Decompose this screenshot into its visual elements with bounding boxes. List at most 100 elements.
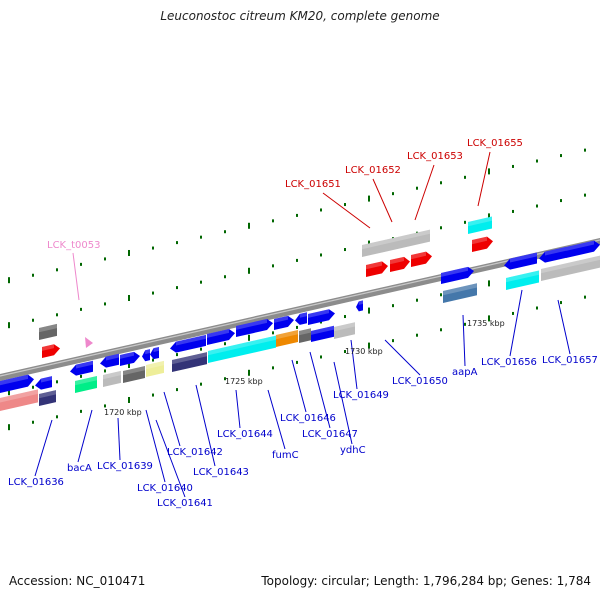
- feature-lck-01651[interactable]: [362, 229, 430, 258]
- feature-lck-01636[interactable]: [0, 373, 34, 393]
- feature-pink-block[interactable]: [0, 389, 38, 411]
- tick-mark: [8, 277, 10, 284]
- genome-backbone-highlight: [0, 239, 600, 377]
- tick-mark: [344, 350, 346, 354]
- tick-mark: [128, 294, 130, 301]
- tick-mark: [488, 315, 490, 322]
- feature-lck-01646[interactable]: [274, 314, 294, 330]
- feature-lck-01656-cyan[interactable]: [506, 270, 539, 290]
- feature-baca[interactable]: [70, 360, 93, 377]
- gene-label-baca[interactable]: bacA: [67, 463, 92, 474]
- feature-lck-01641[interactable]: [142, 349, 150, 362]
- gene-label-ydhc[interactable]: ydhC: [340, 445, 366, 456]
- feature-lck-01652-rna[interactable]: [390, 255, 410, 272]
- leader-line: [350, 339, 358, 390]
- gene-label-fumc[interactable]: fumC: [272, 450, 299, 461]
- tick-mark: [320, 253, 322, 257]
- feature-lck-01640[interactable]: [120, 350, 140, 367]
- gene-label-lck-01649[interactable]: LCK_01649: [333, 390, 389, 401]
- gene-label-lck-01644[interactable]: LCK_01644: [217, 429, 273, 440]
- gene-label-lck-01639[interactable]: LCK_01639: [97, 461, 153, 472]
- gene-label-lck-01643[interactable]: LCK_01643: [193, 467, 249, 478]
- tick-mark: [512, 209, 514, 213]
- gene-label-lck-01656[interactable]: LCK_01656: [481, 357, 537, 368]
- feature-lck-01642[interactable]: [146, 360, 164, 377]
- feature-lck-01644-b[interactable]: [236, 318, 273, 338]
- leader-line: [235, 389, 241, 429]
- tick-mark: [56, 313, 58, 317]
- feature-lck-01639-grey[interactable]: [103, 370, 121, 388]
- tick-mark: [224, 275, 226, 279]
- tick-mark: [416, 186, 418, 190]
- leader-line: [34, 419, 53, 477]
- feature-lck-01656[interactable]: [504, 252, 537, 271]
- feature-lck-01657-grey[interactable]: [541, 255, 600, 282]
- gene-label-lck-01646[interactable]: LCK_01646: [280, 413, 336, 424]
- feature-lck-01643[interactable]: [170, 334, 206, 354]
- gene-label-lck-01650[interactable]: LCK_01650: [392, 376, 448, 387]
- feature-lck-01643-navy[interactable]: [172, 352, 207, 372]
- feature-navy-small[interactable]: [39, 390, 56, 406]
- gene-label-lck-01652[interactable]: LCK_01652: [345, 165, 401, 176]
- gene-label-lck-01642[interactable]: LCK_01642: [167, 447, 223, 458]
- feature-lck-01644[interactable]: [207, 328, 235, 346]
- tick-mark: [32, 318, 34, 322]
- feature-01636-partner[interactable]: [35, 376, 52, 391]
- feature-ydhc-navy[interactable]: [311, 325, 334, 343]
- feature-lck-01653-rna[interactable]: [411, 250, 432, 268]
- feature-lck-01647[interactable]: [295, 312, 307, 326]
- leader-line: [509, 289, 523, 357]
- tick-mark: [104, 369, 106, 373]
- gene-label-lck-01657[interactable]: LCK_01657: [542, 355, 598, 366]
- gene-label-lck-01653[interactable]: LCK_01653: [407, 151, 463, 162]
- feature-lck-01639[interactable]: [100, 353, 119, 369]
- leader-line: [384, 339, 421, 376]
- feature-lck-01649[interactable]: [334, 322, 355, 340]
- gene-label-lck-t0053[interactable]: LCK_t0053: [47, 240, 100, 251]
- feature-lck-t0053[interactable]: [85, 337, 93, 348]
- feature-lck-01646-orange[interactable]: [276, 330, 298, 347]
- gene-label-lck-01641[interactable]: LCK_01641: [157, 498, 213, 509]
- tick-mark: [8, 322, 10, 329]
- feature-lck-01650[interactable]: [356, 300, 363, 312]
- tick-mark: [440, 181, 442, 185]
- tick-mark: [440, 328, 442, 332]
- tick-mark: [176, 286, 178, 290]
- tick-mark: [296, 258, 298, 262]
- gene-label-lck-01655[interactable]: LCK_01655: [467, 138, 523, 149]
- tick-mark: [368, 342, 370, 349]
- feature-ydhc-dark[interactable]: [299, 328, 311, 344]
- feature-lck-01641-b[interactable]: [150, 346, 159, 360]
- kbp-label-1735: 1735 kbp: [467, 319, 505, 328]
- feature-aapa[interactable]: [441, 266, 474, 284]
- feature-lck-01640-dark[interactable]: [123, 366, 145, 384]
- tick-mark: [176, 388, 178, 392]
- gene-label-lck-01647[interactable]: LCK_01647: [302, 429, 358, 440]
- tick-mark: [56, 268, 58, 272]
- tick-mark: [296, 213, 298, 217]
- feature-ydhc[interactable]: [308, 308, 335, 325]
- kbp-label-1720: 1720 kbp: [104, 408, 142, 417]
- tick-mark: [584, 295, 586, 299]
- gene-label-lck-01636[interactable]: LCK_01636: [8, 477, 64, 488]
- feature-lck-01657[interactable]: [539, 246, 566, 264]
- feature-rrna-red[interactable]: [42, 343, 60, 358]
- feature-rrna-small[interactable]: [39, 323, 57, 340]
- feature-aapa-steel[interactable]: [443, 283, 477, 304]
- feature-lck-01655-rna[interactable]: [472, 235, 493, 253]
- feature-fumc[interactable]: [208, 335, 276, 364]
- feature-lck-01655[interactable]: [468, 216, 492, 234]
- gene-label-lck-01651[interactable]: LCK_01651: [285, 179, 341, 190]
- leader-line: [155, 419, 186, 498]
- feature-baca-green[interactable]: [75, 376, 97, 394]
- tick-mark: [152, 291, 154, 295]
- leader-line: [291, 359, 307, 413]
- leader-line: [72, 252, 80, 301]
- tick-mark: [272, 264, 274, 268]
- feature-lck-01657-b[interactable]: [566, 239, 600, 259]
- gene-label-aapa[interactable]: aapA: [452, 367, 478, 378]
- gene-label-lck-01640[interactable]: LCK_01640: [137, 483, 193, 494]
- feature-lck-01651-rna[interactable]: [366, 260, 388, 277]
- tick-mark: [344, 248, 346, 252]
- tick-mark: [128, 396, 130, 403]
